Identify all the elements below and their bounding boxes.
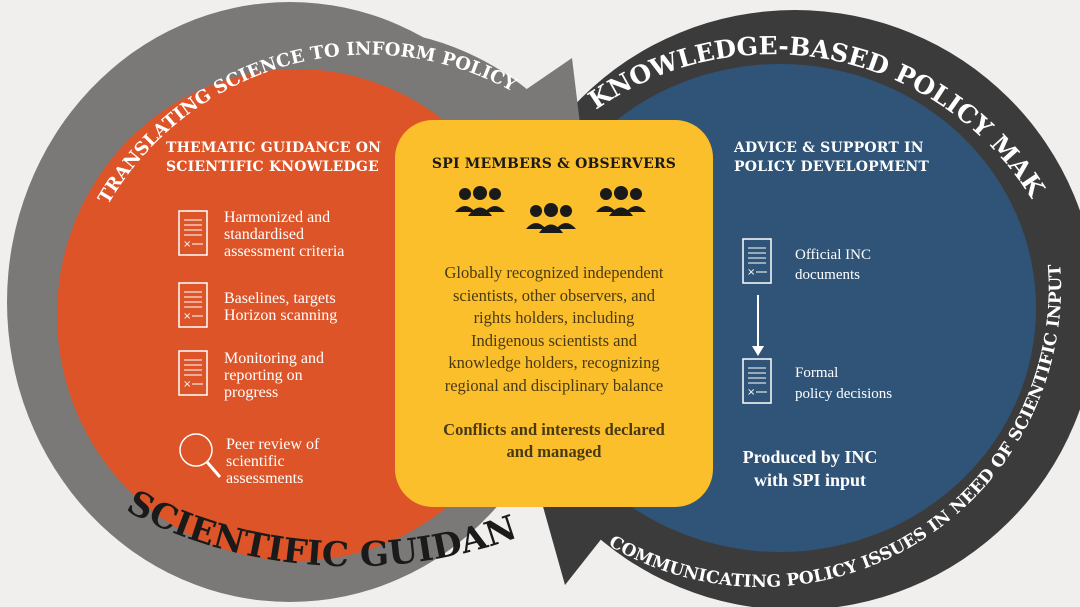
right-item-2-line2: policy decisions	[795, 386, 893, 402]
right-item-1-line1: Official INC	[795, 247, 871, 263]
center-body-line1: Globally recognized independent	[444, 263, 664, 282]
left-item-1-line1: Harmonized and	[224, 209, 331, 226]
produced-line1: Produced by INC	[742, 447, 878, 467]
left-item-2-line2: Horizon scanning	[224, 307, 338, 324]
checklist-icon: ×	[742, 358, 772, 404]
left-item-1-line2: standardised	[224, 226, 304, 243]
left-item-4-line2: scientific	[226, 453, 285, 470]
right-heading-line1: ADVICE & SUPPORT IN	[734, 140, 924, 156]
right-heading-line2: POLICY DEVELOPMENT	[734, 159, 930, 175]
svg-text:×: ×	[183, 379, 191, 390]
center-bold-line1: Conflicts and interests declared	[443, 420, 665, 439]
center-heading: SPI MEMBERS & OBSERVERS	[431, 156, 677, 172]
left-item-3-line3: progress	[224, 384, 279, 401]
right-item-1: Official INC documents	[795, 245, 871, 285]
checklist-icon: ×	[742, 238, 772, 284]
right-item-1-line2: documents	[795, 267, 860, 283]
left-item-2: Baselines, targets Horizon scanning	[224, 290, 337, 324]
magnifier-icon	[176, 430, 226, 482]
right-heading: ADVICE & SUPPORT IN POLICY DEVELOPMENT	[734, 139, 929, 177]
svg-text:×: ×	[747, 387, 755, 398]
checklist-icon: ×	[178, 282, 208, 328]
left-item-4-line3: assessments	[226, 470, 304, 487]
left-item-3: Monitoring and reporting on progress	[224, 350, 324, 401]
center-bold-line2: and managed	[506, 442, 602, 461]
produced-by-note: Produced by INC with SPI input	[710, 446, 910, 492]
checklist-icon: ×	[178, 210, 208, 256]
left-item-4: Peer review of scientific assessments	[226, 436, 319, 487]
center-box	[395, 120, 713, 507]
left-item-3-line1: Monitoring and	[224, 350, 324, 367]
left-heading-line1: THEMATIC GUIDANCE ON	[166, 140, 382, 156]
left-item-3-line2: reporting on	[224, 367, 303, 384]
left-heading: THEMATIC GUIDANCE ON SCIENTIFIC KNOWLEDG…	[166, 139, 381, 177]
left-item-2-line1: Baselines, targets	[224, 290, 336, 307]
center-body-line5: knowledge holders, recognizing	[448, 353, 660, 372]
produced-line2: with SPI input	[753, 470, 867, 490]
center-body-line4: Indigenous scientists and	[471, 330, 637, 350]
center-bold-note: Conflicts and interests declared and man…	[400, 419, 708, 463]
svg-text:×: ×	[747, 267, 755, 278]
center-body: Globally recognized independent scientis…	[400, 262, 708, 397]
left-item-1-line3: assessment criteria	[224, 243, 345, 260]
right-item-2-line1: Formal	[795, 365, 839, 381]
center-body-line2: scientists, other observers, and	[452, 285, 656, 305]
right-item-2: Formal policy decisions	[795, 363, 892, 405]
left-item-4-line1: Peer review of	[226, 436, 320, 453]
down-arrow-head	[752, 346, 764, 356]
checklist-icon: ×	[178, 350, 208, 396]
people-group-icon	[455, 186, 646, 233]
center-body-line6: regional and disciplinary balance	[444, 375, 664, 395]
svg-text:×: ×	[183, 239, 191, 250]
left-heading-line2: SCIENTIFIC KNOWLEDGE	[166, 159, 379, 175]
left-item-1: Harmonized and standardised assessment c…	[224, 209, 344, 260]
svg-text:×: ×	[183, 311, 191, 322]
center-body-line3: rights holders, including	[473, 308, 635, 327]
